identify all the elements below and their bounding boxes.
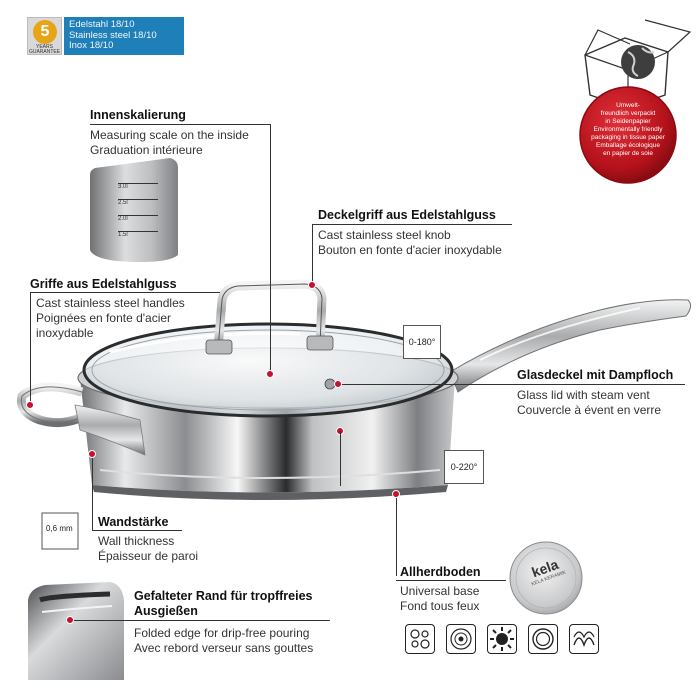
knob-fr: Bouton en fonte d'acier inoxydable — [318, 243, 502, 257]
wall-title: Wandstärke — [98, 515, 169, 529]
eco-line: Environmentally friendly — [593, 126, 663, 133]
lid-title: Glasdeckel mit Dampfloch — [517, 368, 674, 382]
scale-fr: Graduation intérieure — [90, 143, 203, 157]
lid-marker — [334, 380, 342, 388]
handles-pointer — [30, 292, 31, 404]
handles-fr2: inoxydable — [36, 326, 94, 340]
lid-fr: Couvercle à évent en verre — [517, 403, 662, 417]
rim-fr: Avec rebord verseur sans gouttes — [134, 641, 314, 655]
eco-line: Emballage écologique — [596, 142, 660, 149]
material-en: Stainless steel 18/10 — [69, 29, 157, 41]
eco-line: en papier de soie — [603, 150, 653, 157]
base-fr: Fond tous feux — [400, 599, 480, 613]
scale-mark: 2.0l — [118, 215, 158, 231]
guarantee-badge: 5 YEARS GUARANTEE — [27, 17, 62, 55]
base-marker — [392, 490, 400, 498]
handles-leader — [30, 292, 220, 293]
scale-pointer — [270, 124, 271, 374]
scale-en: Measuring scale on the inside — [90, 128, 249, 142]
eco-line: in Seidenpapier — [605, 118, 651, 125]
wall-fr: Épaisseur de paroi — [98, 549, 199, 563]
pan-temp-badge: 0-220° — [444, 450, 484, 484]
scale-mark: 1.5l — [118, 231, 158, 247]
scale-mark: 3.0l — [118, 183, 158, 199]
rim-marker — [66, 616, 74, 624]
base-pointer — [396, 494, 397, 576]
wall-marker — [88, 450, 96, 458]
base-title: Allherdboden — [400, 565, 481, 579]
wall-en: Wall thickness — [98, 534, 175, 548]
scale-leader — [90, 124, 270, 125]
induction-hob-icon — [569, 624, 599, 654]
rim-point-leader — [340, 431, 341, 486]
kela-base-disc — [509, 541, 583, 615]
folded-rim-image — [28, 582, 124, 680]
rim-title-1: Gefalteter Rand für tropffreies — [134, 589, 313, 603]
lid-en: Glass lid with steam vent — [517, 388, 650, 402]
eco-line: freundlich verpackt — [600, 110, 656, 117]
rim-leader — [70, 620, 330, 621]
handles-fr1: Poignées en fonte d'acier — [36, 311, 172, 325]
guarantee-line2: GUARANTEE — [28, 49, 61, 55]
handles-marker — [26, 401, 34, 409]
knob-pointer — [312, 224, 313, 286]
scale-marks: 3.0l 2.5l 2.0l 1.5l — [118, 183, 158, 247]
knob-marker — [308, 281, 316, 289]
material-de: Edelstahl 18/10 — [69, 19, 135, 30]
measuring-scale-image — [90, 158, 178, 262]
wall-thickness-value: 0,6 mm — [46, 524, 73, 533]
guarantee-icon: 5 — [33, 20, 57, 44]
halogen-hob-icon — [528, 624, 558, 654]
base-leader — [396, 580, 506, 581]
wall-leader — [92, 530, 182, 531]
material-fr: Inox 18/10 — [69, 40, 114, 51]
pan-handle — [449, 299, 692, 393]
wall-thickness-icon — [41, 512, 79, 550]
knob-leader — [312, 224, 512, 225]
material-badge: Edelstahl 18/10 Stainless steel 18/10 In… — [64, 17, 184, 55]
handles-title: Griffe aus Edelstahlguss — [30, 277, 177, 291]
knob-title: Deckelgriff aus Edelstahlguss — [318, 208, 496, 222]
eco-seal-text: Umwelt- freundlich verpackt in Seidenpap… — [585, 102, 671, 158]
gas-hob-icon — [487, 624, 517, 654]
handles-en: Cast stainless steel handles — [36, 296, 185, 310]
wall-pointer — [92, 455, 93, 531]
scale-title: Innenskalierung — [90, 108, 186, 122]
base-en: Universal base — [400, 584, 480, 598]
scale-mark: 2.5l — [118, 199, 158, 215]
electric-hob-icon — [405, 624, 435, 654]
lid-temp-badge: 0-180° — [403, 325, 441, 359]
guarantee-line1: YEARS — [36, 44, 53, 50]
lid-leader — [340, 384, 685, 385]
rim-title-2: Ausgießen — [134, 604, 198, 618]
ceramic-hob-icon — [446, 624, 476, 654]
eco-seal-icon — [580, 87, 676, 183]
rim-en: Folded edge for drip-free pouring — [134, 626, 310, 640]
eco-line: Umwelt- — [616, 102, 640, 109]
scale-marker — [266, 370, 274, 378]
eco-line: packaging in tissue paper — [591, 134, 665, 141]
knob-en: Cast stainless steel knob — [318, 228, 451, 242]
